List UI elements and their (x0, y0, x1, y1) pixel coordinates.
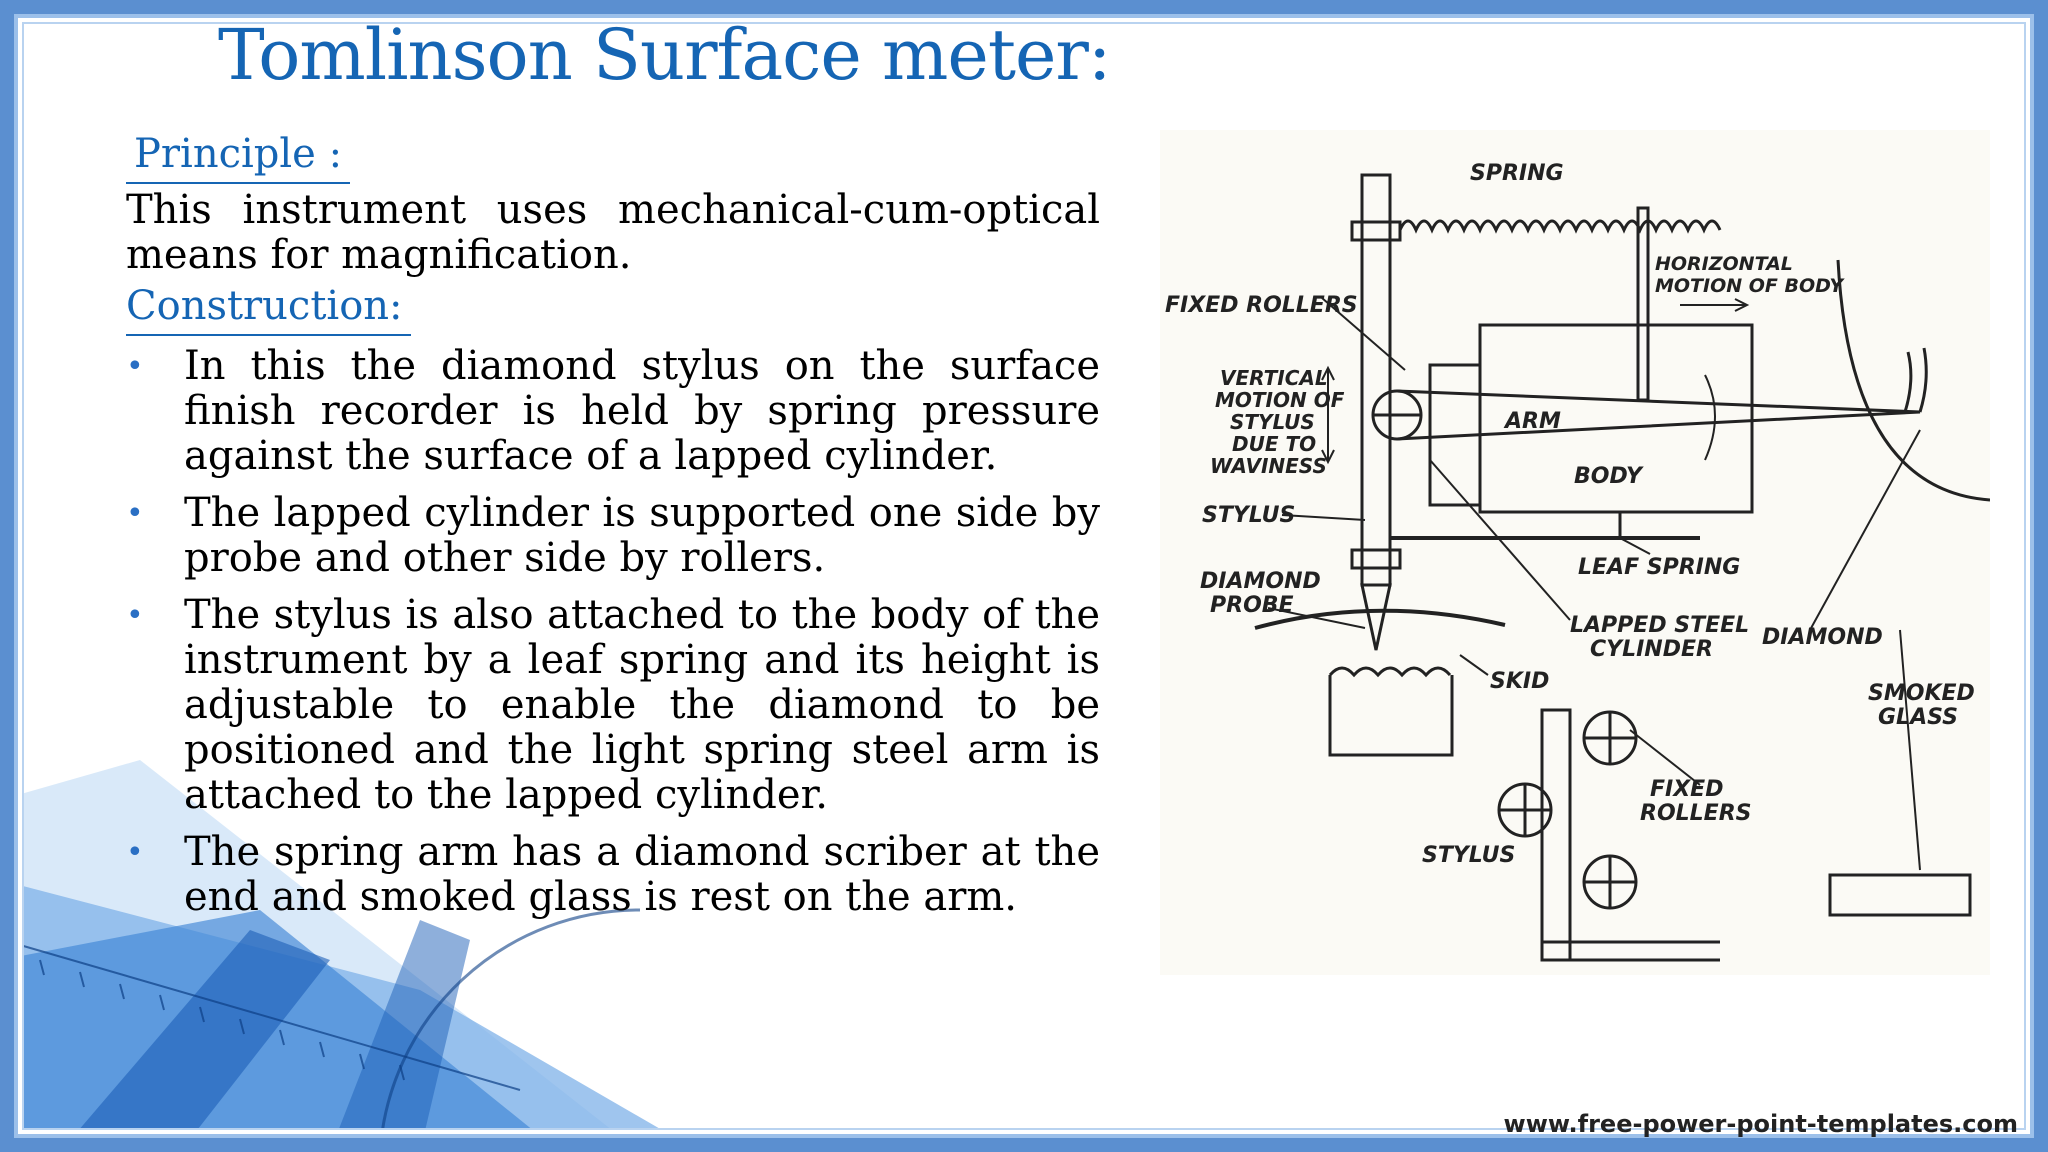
label-diamond-probe-2: PROBE (1210, 593, 1294, 618)
footer-url: www.free-power-point-templates.com (1503, 1110, 2018, 1138)
bullet-icon: • (126, 835, 144, 870)
construction-heading: Construction: (126, 280, 411, 336)
label-body: BODY (1574, 464, 1644, 489)
label-fixed: FIXED (1650, 777, 1723, 802)
construction-list: • In this the diamond stylus on the surfa… (126, 344, 1100, 920)
label-stylus-top: STYLUS (1202, 503, 1295, 528)
label-horizontal-motion: HORIZONTAL (1655, 253, 1793, 275)
list-item: • In this the diamond stylus on the surfa… (126, 344, 1100, 479)
bullet-icon: • (126, 496, 144, 531)
bullet-icon: • (126, 598, 144, 633)
label-waviness: WAVINESS (1210, 454, 1327, 478)
tomlinson-diagram: SPRING HORIZONTAL MOTION OF BODY FIXED R… (1160, 130, 1990, 975)
label-diamond: DIAMOND (1762, 625, 1883, 650)
list-item-text: The lapped cylinder is supported one sid… (184, 490, 1100, 581)
label-skid: SKID (1490, 669, 1549, 694)
list-item-text: In this the diamond stylus on the surfac… (184, 343, 1100, 479)
text-column: Principle : This instrument uses mechani… (126, 128, 1100, 932)
list-item: • The stylus is also attached to the body… (126, 593, 1100, 818)
principle-heading: Principle : (126, 128, 351, 184)
label-leaf-spring: LEAF SPRING (1578, 555, 1740, 580)
label-due-to: DUE TO (1232, 432, 1316, 456)
bullet-icon: • (126, 349, 144, 384)
label-rollers: ROLLERS (1640, 801, 1752, 826)
list-item-text: The stylus is also attached to the body … (184, 592, 1100, 818)
list-item: • The lapped cylinder is supported one si… (126, 491, 1100, 581)
label-smoked: SMOKED (1868, 681, 1975, 706)
list-item-text: The spring arm has a diamond scriber at … (184, 829, 1100, 920)
label-spring: SPRING (1470, 161, 1564, 186)
label-stylus-bottom: STYLUS (1422, 843, 1515, 868)
slide-title: Tomlinson Surface meter: (218, 14, 1111, 96)
list-item: • The spring arm has a diamond scriber at… (126, 830, 1100, 920)
label-cylinder: CYLINDER (1590, 637, 1713, 662)
principle-text: This instrument uses mechanical-cum-opti… (126, 187, 1100, 278)
label-arm: ARM (1503, 409, 1561, 434)
label-motion-of: MOTION OF (1215, 388, 1345, 412)
label-vertical: VERTICAL (1220, 366, 1328, 390)
label-stylus-vert: STYLUS (1230, 410, 1315, 434)
label-glass: GLASS (1878, 705, 1958, 730)
label-diamond-probe-1: DIAMOND (1200, 569, 1321, 594)
label-motion-of-body: MOTION OF BODY (1655, 275, 1845, 297)
label-lapped-steel: LAPPED STEEL (1570, 613, 1749, 638)
label-fixed-rollers-top: FIXED ROLLERS (1165, 293, 1358, 318)
ruler-decoration (0, 760, 700, 1152)
